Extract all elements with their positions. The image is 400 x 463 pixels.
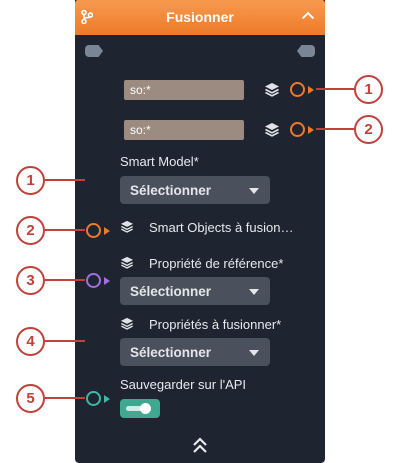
node-title: Fusionner <box>166 9 234 25</box>
callout-leader <box>45 279 85 281</box>
callout-leader <box>45 397 85 399</box>
merge-properties-select[interactable]: Sélectionner <box>120 338 270 366</box>
layers-icon <box>120 256 134 269</box>
output-port-2[interactable] <box>290 122 305 137</box>
so-input-2[interactable] <box>124 120 244 140</box>
smart-model-select[interactable]: Sélectionner <box>120 176 270 204</box>
save-api-toggle[interactable] <box>120 399 160 418</box>
layers-icon <box>120 317 134 330</box>
callout-leader <box>45 340 85 342</box>
smart-objects-arrow <box>104 227 110 235</box>
callout-leader <box>45 229 85 231</box>
chevron-up-icon[interactable] <box>301 11 315 20</box>
right-connector-tab[interactable] <box>297 45 315 57</box>
double-chevron-up-icon[interactable] <box>192 437 208 455</box>
select-label: Sélectionner <box>130 284 212 299</box>
branch-icon <box>81 10 93 24</box>
smart-model-label: Smart Model* <box>120 154 199 169</box>
output-port-1[interactable] <box>290 82 305 97</box>
layers-icon <box>265 83 279 97</box>
toggle-track <box>126 406 144 411</box>
reference-property-port[interactable] <box>86 273 101 288</box>
merge-properties-label: Propriétés à fusionner* <box>149 317 282 332</box>
chevron-down-icon <box>249 350 259 356</box>
chevron-down-icon <box>249 289 259 295</box>
reference-property-label: Propriété de référence* <box>149 256 284 271</box>
callout-leader <box>316 128 354 130</box>
output-arrow-2 <box>308 126 314 134</box>
callout-left-1: 1 <box>16 166 45 195</box>
select-label: Sélectionner <box>130 183 212 198</box>
save-api-port[interactable] <box>86 391 101 406</box>
callout-right-1: 1 <box>354 75 383 104</box>
callout-leader <box>45 179 85 181</box>
output-arrow-1 <box>308 86 314 94</box>
smart-objects-label: Smart Objects à fusion… <box>149 220 294 235</box>
callout-right-2: 2 <box>354 115 383 144</box>
callout-left-5: 5 <box>16 384 45 413</box>
chevron-down-icon <box>249 188 259 194</box>
reference-property-arrow <box>104 277 110 285</box>
callout-left-3: 3 <box>16 266 45 295</box>
merge-node: Fusionner Smart Model* Sélectionner Smar… <box>75 0 325 463</box>
callout-left-2: 2 <box>16 216 45 245</box>
layers-icon <box>265 123 279 137</box>
node-header[interactable]: Fusionner <box>75 0 325 35</box>
toggle-knob <box>140 403 151 414</box>
callout-leader <box>316 88 354 90</box>
save-api-label: Sauvegarder sur l'API <box>120 377 247 392</box>
layers-icon <box>120 220 134 233</box>
smart-objects-port[interactable] <box>86 223 101 238</box>
so-input-1[interactable] <box>124 80 244 100</box>
reference-property-select[interactable]: Sélectionner <box>120 277 270 305</box>
select-label: Sélectionner <box>130 345 212 360</box>
callout-left-4: 4 <box>16 327 45 356</box>
left-connector-tab[interactable] <box>85 45 103 57</box>
save-api-arrow <box>104 395 110 403</box>
